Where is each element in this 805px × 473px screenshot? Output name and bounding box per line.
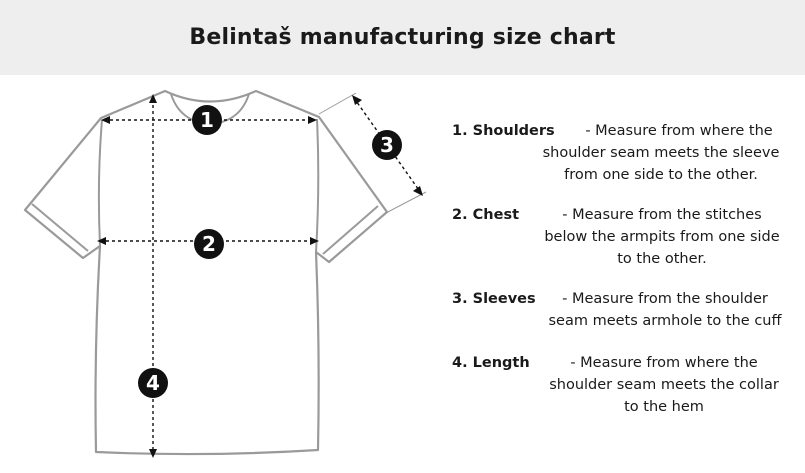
sleeve-guide-bottom — [383, 191, 427, 215]
left-cuff-line — [31, 203, 89, 252]
sleeves-arrow-top — [352, 95, 362, 105]
left-armhole-seam — [97, 119, 103, 247]
svg-text:3: 3 — [380, 133, 394, 157]
instruction-line: - Measure from where the — [585, 123, 773, 139]
instruction-chest: 2. Chest - Measure from the stitches bel… — [452, 204, 797, 274]
svg-text:1: 1 — [200, 108, 214, 132]
instruction-line: - Measure from the shoulder — [562, 291, 768, 307]
instruction-label: 1. Shoulders — [452, 123, 555, 139]
instruction-line: below the armpits from one side — [544, 229, 780, 245]
sleeves-measure-line — [353, 97, 422, 194]
instruction-line: seam meets armhole to the cuff — [548, 313, 782, 329]
marker-3: 3 — [372, 130, 402, 160]
svg-text:4: 4 — [146, 371, 160, 395]
instruction-length: 4. Length - Measure from where the shoul… — [452, 352, 797, 422]
instruction-line: to the other. — [617, 251, 707, 267]
instruction-line: to the hem — [624, 399, 704, 415]
shoulders-arrow-right — [308, 116, 317, 124]
instruction-label: 3. Sleeves — [452, 291, 536, 307]
instruction-sleeves: 3. Sleeves - Measure from the shoulder s… — [452, 288, 797, 336]
instruction-line: - Measure from the stitches — [562, 207, 762, 223]
right-armhole-seam — [315, 118, 320, 253]
header-bar: Belintaš manufacturing size chart — [0, 0, 805, 75]
instruction-line: - Measure from where the — [570, 355, 758, 371]
chest-arrow-right — [310, 237, 319, 245]
instruction-line: shoulder seam meets the collar — [549, 377, 779, 393]
instruction-label: 2. Chest — [452, 207, 520, 223]
marker-4: 4 — [138, 368, 168, 398]
tshirt-diagram: 1 2 3 4 — [0, 75, 460, 473]
page-title: Belintaš manufacturing size chart — [189, 25, 616, 50]
tshirt-outline — [23, 89, 389, 456]
length-arrow-top — [149, 94, 157, 103]
marker-2: 2 — [194, 229, 224, 259]
instruction-shoulders: 1. Shoulders - Measure from where the sh… — [452, 120, 797, 190]
sleeves-arrow-bottom — [413, 186, 423, 196]
shoulders-arrow-left — [101, 116, 110, 124]
instruction-line: shoulder seam meets the sleeve — [542, 145, 780, 161]
right-cuff-line — [322, 205, 379, 255]
marker-1: 1 — [192, 105, 222, 135]
chest-arrow-left — [97, 237, 106, 245]
instruction-line: from one side to the other. — [564, 167, 758, 183]
svg-text:2: 2 — [202, 232, 216, 256]
length-arrow-bottom — [149, 449, 157, 458]
instruction-label: 4. Length — [452, 355, 530, 371]
sleeve-guide-top — [318, 92, 357, 115]
